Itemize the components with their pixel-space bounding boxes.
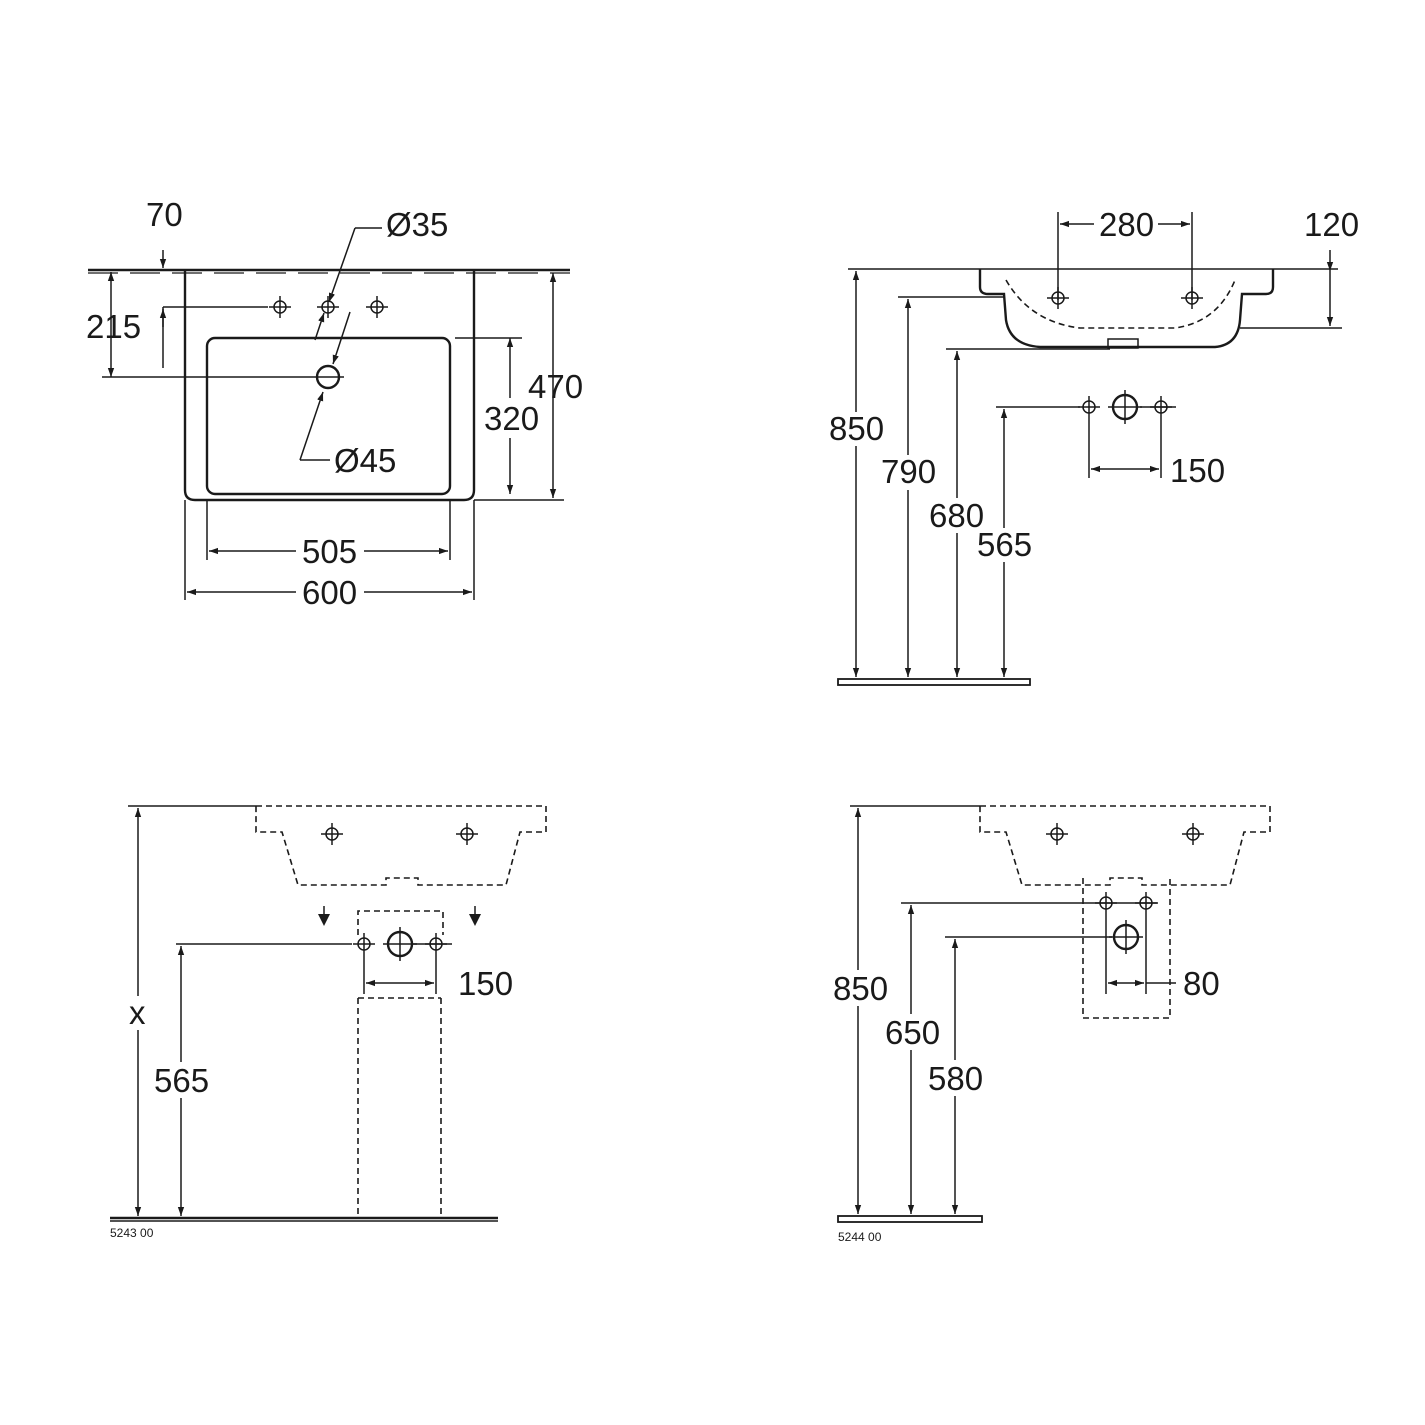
basin-profile <box>978 269 1275 349</box>
tap-hole-icon <box>316 295 340 319</box>
dim-790: 790 <box>881 453 936 490</box>
dim-120: 120 <box>1304 206 1359 243</box>
arrow-icon <box>318 906 330 926</box>
tap-hole-icon <box>1181 822 1205 846</box>
dim-dia-35: Ø35 <box>386 206 448 243</box>
floor-line <box>837 678 1031 686</box>
dim-505: 505 <box>302 533 357 570</box>
tap-hole-icon <box>352 932 376 956</box>
waste-outlet-icon <box>1108 390 1142 424</box>
dim-dia-45: Ø45 <box>334 442 396 479</box>
dim-80: 80 <box>1183 965 1220 1002</box>
dim-70: 70 <box>146 196 183 233</box>
side-view: 280 120 850 790 680 565 150 <box>829 206 1359 686</box>
article-code: 5244 00 <box>838 1230 882 1244</box>
dim-565: 565 <box>977 526 1032 563</box>
waste-outlet-icon <box>383 927 417 961</box>
dim-580: 580 <box>928 1060 983 1097</box>
dim-565: 565 <box>154 1062 209 1099</box>
dim-150: 150 <box>1170 452 1225 489</box>
dim-850: 850 <box>833 970 888 1007</box>
tap-hole-icon <box>455 822 479 846</box>
semi-pedestal-dashed <box>1082 878 1171 1019</box>
dim-650: 650 <box>885 1014 940 1051</box>
dim-280: 280 <box>1099 206 1154 243</box>
article-code: 5243 00 <box>110 1226 154 1240</box>
tap-hole-icon <box>320 822 344 846</box>
dim-320: 320 <box>484 400 539 437</box>
dim-600: 600 <box>302 574 357 611</box>
tap-hole-icon <box>1077 395 1101 419</box>
tap-hole-icon <box>1045 822 1069 846</box>
basin-dashed-outline <box>255 805 547 886</box>
tap-hole-icon <box>365 295 389 319</box>
waste-outlet-icon <box>312 364 344 390</box>
bowl-outline <box>205 336 452 496</box>
pedestal-dashed <box>357 997 442 1215</box>
dim-680: 680 <box>929 497 984 534</box>
floor-line <box>837 1215 983 1223</box>
dim-150: 150 <box>458 965 513 1002</box>
dim-215: 215 <box>86 308 141 345</box>
pedestal-view: x 565 150 5243 00 <box>110 805 547 1240</box>
arrow-icon <box>469 906 481 926</box>
top-view: 70 215 Ø35 Ø45 320 470 505 600 <box>86 196 583 611</box>
dim-850: 850 <box>829 410 884 447</box>
dim-x: x <box>129 994 146 1031</box>
tap-hole-icon <box>268 295 292 319</box>
waste-outlet-icon <box>1109 920 1143 954</box>
basin-outline <box>183 270 476 502</box>
semi-pedestal-view: 850 650 580 80 5244 00 <box>833 805 1271 1244</box>
pedestal-top-dashed <box>357 910 444 935</box>
basin-dashed-outline <box>979 805 1271 886</box>
dim-470: 470 <box>528 368 583 405</box>
